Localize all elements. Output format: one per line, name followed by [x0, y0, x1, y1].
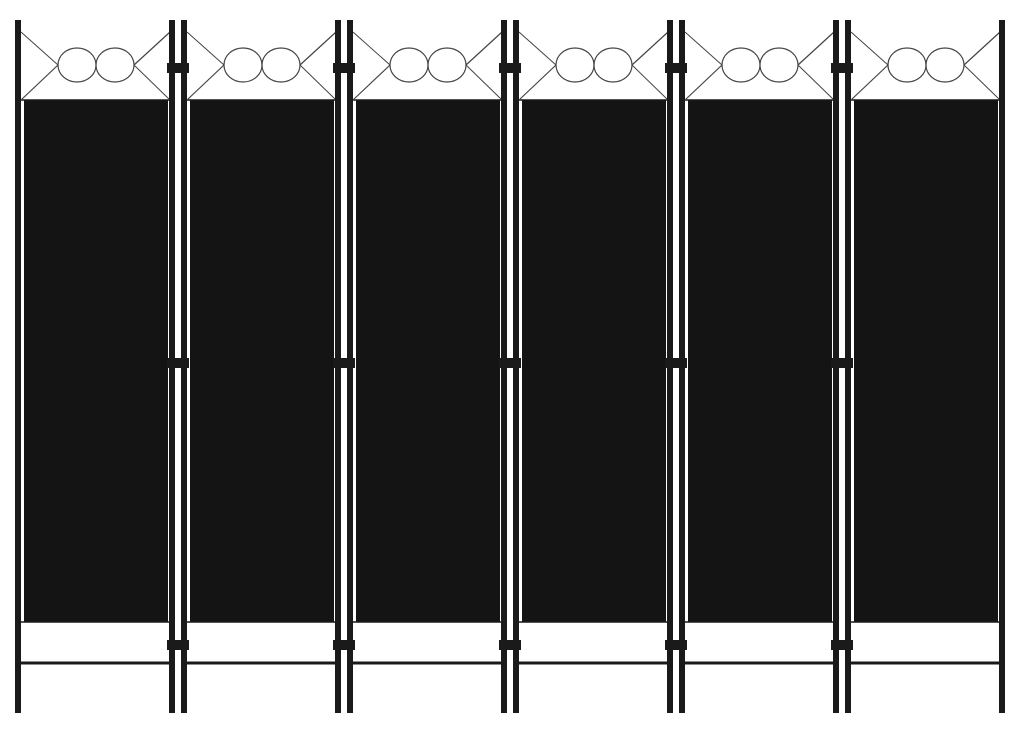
fabric-panel	[854, 100, 998, 622]
frame-pole	[679, 20, 685, 713]
decor-circle	[925, 47, 965, 83]
decor-circle	[721, 47, 761, 83]
divider-panel	[181, 20, 355, 713]
decor-circle	[427, 47, 467, 83]
decor-wire	[797, 31, 835, 66]
decor-circle	[261, 47, 301, 83]
frame-pole	[347, 20, 353, 713]
hinge	[167, 358, 189, 368]
decor-wire	[20, 31, 59, 66]
frame-pole	[999, 20, 1005, 713]
decor-wire	[684, 64, 723, 101]
hinge	[167, 640, 189, 650]
hinge	[665, 63, 687, 73]
decor-wire	[631, 64, 669, 101]
frame-pole	[513, 20, 519, 713]
decor-wire	[518, 31, 557, 66]
decor-circle	[887, 47, 927, 83]
decor-wire	[133, 64, 171, 101]
decor-wire	[299, 31, 337, 66]
decor-wire	[963, 64, 1001, 101]
decor-wire	[352, 31, 391, 66]
hinge	[499, 358, 521, 368]
frame-pole	[181, 20, 187, 713]
decor-circle	[389, 47, 429, 83]
decor-circle	[593, 47, 633, 83]
decor-wire	[352, 64, 391, 101]
fabric-panel	[688, 100, 832, 622]
divider-panel	[15, 20, 189, 713]
decor-circle	[759, 47, 799, 83]
hinge	[333, 358, 355, 368]
decor-wire	[850, 64, 889, 101]
decor-circle	[555, 47, 595, 83]
decor-circle	[57, 47, 97, 83]
hinge	[167, 63, 189, 73]
decor-wire	[465, 64, 503, 101]
decor-wire	[186, 31, 225, 66]
hinge	[665, 358, 687, 368]
frame-pole	[845, 20, 851, 713]
decor-circle	[95, 47, 135, 83]
hinge	[333, 63, 355, 73]
divider-panel	[845, 20, 1005, 713]
hinge	[665, 640, 687, 650]
decor-wire	[684, 31, 723, 66]
fabric-panel	[356, 100, 500, 622]
decor-wire	[850, 31, 889, 66]
decor-wire	[465, 31, 503, 66]
hinge	[499, 640, 521, 650]
decor-wire	[20, 64, 59, 101]
fabric-panel	[522, 100, 666, 622]
hinge	[499, 63, 521, 73]
decor-wire	[797, 64, 835, 101]
fabric-panel	[190, 100, 334, 622]
divider-panel	[679, 20, 853, 713]
decor-wire	[963, 31, 1001, 66]
hinge	[831, 640, 853, 650]
frame-pole	[15, 20, 21, 713]
hinge	[831, 358, 853, 368]
hinge	[333, 640, 355, 650]
divider-panel	[513, 20, 687, 713]
fabric-panel	[24, 100, 168, 622]
decor-circle	[223, 47, 263, 83]
decor-wire	[299, 64, 337, 101]
decor-wire	[133, 31, 171, 66]
decor-wire	[631, 31, 669, 66]
divider-panel	[347, 20, 521, 713]
decor-wire	[186, 64, 225, 101]
hinge	[831, 63, 853, 73]
decor-wire	[518, 64, 557, 101]
